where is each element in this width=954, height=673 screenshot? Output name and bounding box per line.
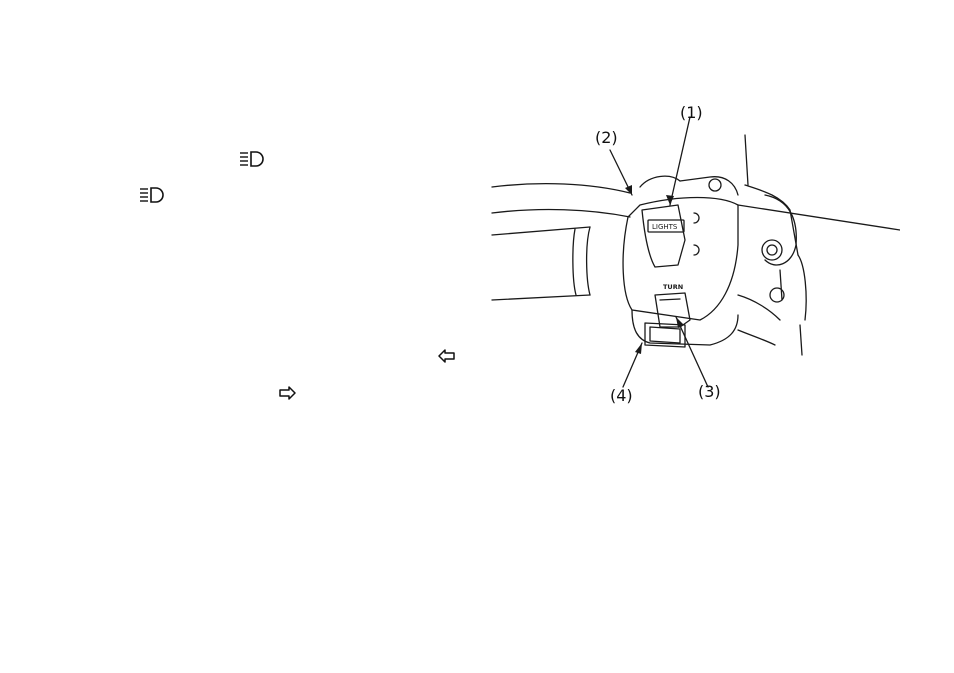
callout-3: (3) [698, 382, 721, 401]
callout-2: (2) [595, 128, 618, 147]
switch-illustration: LIGHTS TURN [480, 95, 900, 415]
left-turn-arrow-icon [438, 349, 456, 363]
lights-switch-label: LIGHTS [652, 223, 678, 231]
right-turn-arrow-icon [278, 386, 296, 400]
high-beam-headlight-icon [138, 186, 166, 204]
callout-4: (4) [610, 386, 633, 405]
callout-1: (1) [680, 103, 703, 122]
high-beam-headlight-icon [238, 150, 266, 168]
turn-switch-label: TURN [663, 283, 683, 291]
handlebar-switch-diagram: LIGHTS TURN (1) (2) (3) (4) [480, 95, 900, 415]
